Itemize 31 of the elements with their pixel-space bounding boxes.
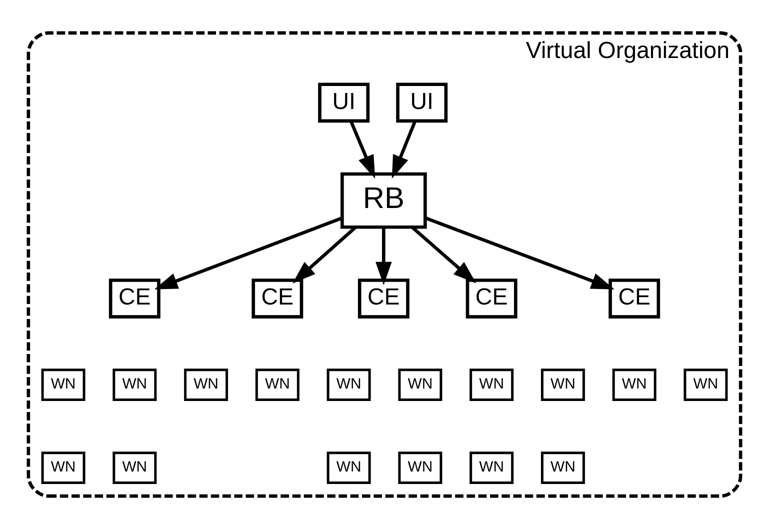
node-box: WN [470, 451, 514, 484]
node-box: WN [398, 451, 442, 484]
arrow [412, 226, 476, 283]
node-box: CE [358, 278, 410, 318]
node-box: WN [326, 368, 371, 401]
arrow [425, 216, 614, 289]
arrow [376, 227, 392, 285]
node-box: WN [612, 368, 656, 401]
node-box: WN [255, 368, 300, 401]
arrow [349, 120, 376, 178]
node-box: WN [112, 451, 157, 484]
node-box: WN [41, 368, 86, 401]
arrow [154, 216, 343, 289]
node-box: CE [608, 278, 660, 318]
node-box: CE [108, 278, 160, 318]
node-box: WN [184, 368, 228, 401]
node-box: CE [466, 278, 518, 318]
node-box: WN [684, 368, 728, 401]
node-box: WN [540, 451, 585, 484]
node-box: RB [340, 172, 427, 228]
arrow [392, 120, 417, 178]
node-box: WN [470, 368, 514, 401]
node-box: WN [112, 368, 157, 401]
node-box: WN [540, 368, 585, 401]
arrow [292, 226, 356, 283]
node-box: UI [318, 82, 370, 122]
node-box: WN [398, 368, 442, 401]
node-box: CE [252, 278, 304, 318]
node-box: WN [326, 451, 371, 484]
node-box: WN [41, 451, 86, 484]
node-box: UI [396, 82, 448, 122]
